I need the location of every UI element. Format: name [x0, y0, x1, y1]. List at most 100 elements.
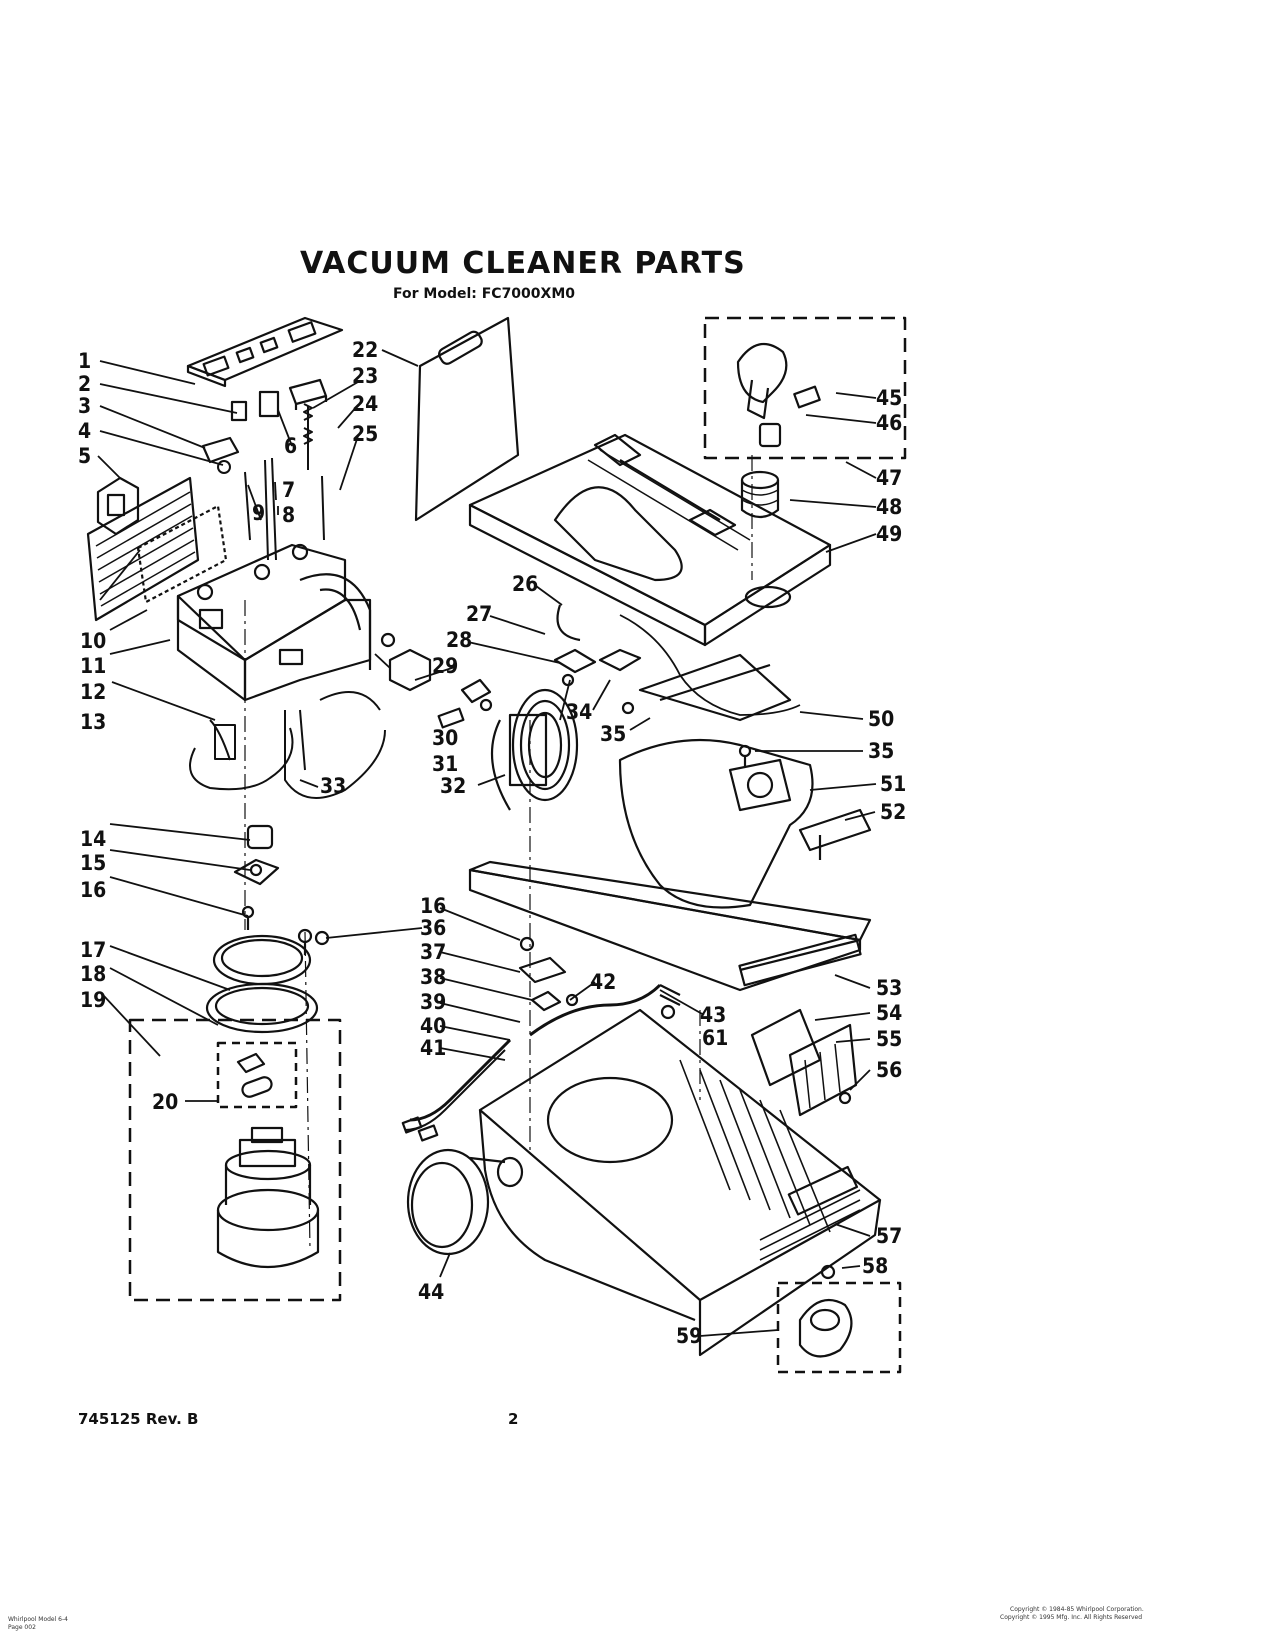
top-cover-49 [468, 433, 832, 647]
dashed-box-45-46 [703, 316, 907, 460]
parts-54-55-56 [750, 1008, 858, 1117]
part-label: 17 [80, 938, 107, 962]
part-label: 9 [252, 501, 266, 525]
switch-plate [186, 316, 344, 388]
wiring-13-33 [189, 691, 386, 799]
wheel-44 [406, 1148, 524, 1256]
part-label: 37 [420, 940, 447, 964]
panel-22 [414, 316, 520, 522]
part-label: 15 [80, 851, 107, 875]
cord-reel-32 [490, 688, 579, 811]
part-label: 57 [876, 1224, 903, 1248]
part-label: 26 [512, 572, 539, 596]
part-label: 12 [80, 680, 107, 704]
canister-body-57 [478, 1008, 882, 1357]
tray-53 [468, 860, 872, 992]
part-label: 51 [880, 772, 907, 796]
part-label: 49 [876, 522, 903, 546]
part-label: 45 [876, 386, 903, 410]
part-label: 43 [700, 1003, 727, 1027]
part-label: 7 [282, 478, 296, 502]
part-label: 35 [868, 739, 895, 763]
main-housing [176, 543, 372, 702]
part-label: 34 [566, 700, 593, 724]
rods-and-springs [217, 403, 325, 561]
part-label: 52 [880, 800, 907, 824]
parts-58-59 [798, 1264, 853, 1358]
part-label: 55 [876, 1027, 903, 1051]
part-label: 58 [862, 1254, 889, 1278]
part-label: 6 [284, 434, 298, 458]
part-label: 54 [876, 1001, 903, 1025]
part-label: 11 [80, 654, 107, 678]
bracket-50 [621, 653, 792, 766]
part-label: 38 [420, 965, 447, 989]
part-label: 48 [876, 495, 903, 519]
part-label: 10 [80, 629, 107, 653]
footer-copyright-line-2: Copyright © 1995 Mfg. Inc. All Rights Re… [1000, 1614, 1143, 1621]
part-label: 50 [868, 707, 895, 731]
part-label: 59 [676, 1324, 703, 1348]
part-label: 2 [78, 372, 92, 396]
part-label: 19 [80, 988, 107, 1012]
motor-20 [216, 1052, 320, 1268]
document-number: 745125 Rev. B [78, 1410, 199, 1428]
part-label: 44 [418, 1280, 445, 1304]
gaskets-17-18 [205, 928, 319, 1034]
dashed-box-58-59 [776, 1281, 902, 1374]
part-label: 36 [420, 916, 447, 940]
part-label: 30 [432, 726, 459, 750]
model-subtitle: For Model: FC7000XM0 [393, 286, 575, 302]
parts-26-31 [380, 604, 801, 729]
part-label: 29 [432, 654, 459, 678]
switch-buttons [201, 378, 328, 464]
dashed-group-boxes [128, 316, 907, 1374]
part-label: 13 [80, 710, 107, 734]
part-label: 24 [352, 392, 379, 416]
part-label: 18 [80, 962, 107, 986]
part-label: 16 [420, 894, 447, 918]
part-label: 4 [78, 419, 92, 443]
part-label: 23 [352, 364, 379, 388]
parts-45-46-48 [736, 342, 821, 519]
part-label: 1 [78, 349, 92, 373]
part-label: 46 [876, 411, 903, 435]
parts-14-15-16 [233, 824, 280, 930]
footer-copyright-line-1: Copyright © 1984-85 Whirlpool Corporatio… [1010, 1606, 1144, 1613]
part-label: 22 [352, 338, 379, 362]
part-52 [798, 808, 872, 860]
part-label: 39 [420, 990, 447, 1014]
part-label: 35 [600, 722, 627, 746]
part-label: 28 [446, 628, 473, 652]
part-label: 33 [320, 774, 347, 798]
dashed-box-20-inner [216, 1041, 298, 1109]
part-label: 42 [590, 970, 617, 994]
part-label: 25 [352, 422, 379, 446]
part-label: 5 [78, 444, 92, 468]
dashed-box-20 [128, 1018, 342, 1302]
part-label: 16 [80, 878, 107, 902]
part-label: 31 [432, 752, 459, 776]
grille-filter [86, 476, 228, 622]
page-title: VACUUM CLEANER PARTS [300, 246, 746, 281]
part-label: 27 [466, 602, 493, 626]
part-label: 61 [702, 1026, 729, 1050]
parts-36-43 [314, 930, 681, 1142]
part-5-bracket [96, 476, 140, 536]
footer-bottom-left-line-1: Whirlpool Model 6-4 [8, 1616, 68, 1623]
footer-bottom-left-line-2: Page 002 [8, 1624, 36, 1631]
part-label: 56 [876, 1058, 903, 1082]
part-label: 20 [152, 1090, 179, 1114]
part-label: 40 [420, 1014, 447, 1038]
part-label: 53 [876, 976, 903, 1000]
filter-bag-51 [618, 738, 814, 909]
part-label: 3 [78, 394, 92, 418]
part-label: 41 [420, 1036, 447, 1060]
part-label: 8 [282, 503, 296, 527]
part-label: 32 [440, 774, 467, 798]
leader-lines [97, 349, 877, 1337]
part-label: 14 [80, 827, 107, 851]
part-label: 47 [876, 466, 903, 490]
page-number: 2 [508, 1410, 519, 1428]
